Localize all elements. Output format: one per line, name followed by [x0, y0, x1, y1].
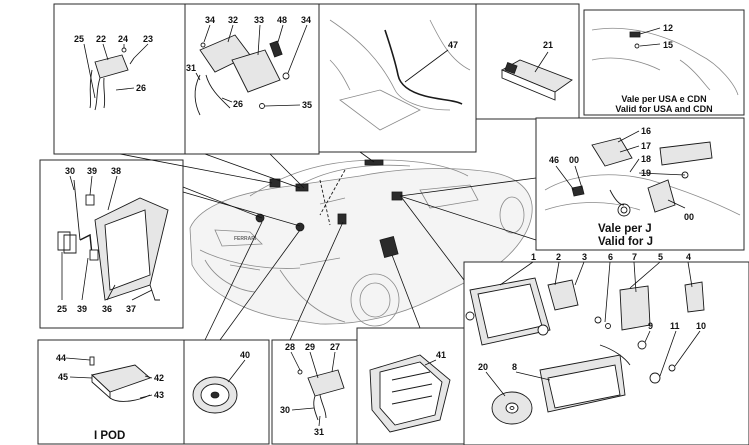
receiver-27-parts — [290, 351, 345, 427]
box-antenna-amplifier — [53, 3, 186, 155]
label-35: 35 — [302, 100, 312, 110]
label-23: 23 — [143, 34, 153, 44]
label-46: 46 — [549, 155, 559, 165]
ipod-parts — [65, 356, 153, 402]
connection-lines — [119, 151, 537, 341]
label-45: 45 — [58, 372, 68, 382]
label-21: 21 — [543, 40, 553, 50]
label-33: 33 — [254, 15, 264, 25]
label-42: 42 — [154, 373, 164, 383]
caption-usa-english: Valid for USA and CDN — [615, 104, 712, 114]
unit-21-parts — [500, 51, 573, 101]
label-10: 10 — [696, 321, 706, 331]
label-39: 39 — [87, 166, 97, 176]
label-31: 31 — [186, 63, 196, 73]
label-2: 2 — [556, 252, 561, 262]
label-38: 38 — [111, 166, 121, 176]
label-44: 44 — [56, 353, 66, 363]
label-15: 15 — [663, 40, 673, 50]
label-34: 34 — [301, 15, 311, 25]
label-20: 20 — [478, 362, 488, 372]
label-40: 40 — [240, 350, 250, 360]
caption-japan-english: Valid for J — [598, 236, 653, 248]
label-30: 30 — [280, 405, 290, 415]
usa-parts — [591, 27, 739, 96]
part-number-labels: 25 22 24 23 26 34 32 33 48 34 31 26 35 4… — [56, 15, 706, 437]
harness-47-parts — [329, 19, 471, 131]
label-24: 24 — [118, 34, 128, 44]
caption-usa-italian: Vale per USA e CDN — [621, 94, 706, 104]
amplifier-41-parts — [369, 354, 451, 433]
label-27: 27 — [330, 342, 340, 352]
label-16: 16 — [641, 126, 651, 136]
control-unit-left-parts — [57, 175, 169, 301]
box-harness-47 — [318, 3, 477, 153]
label-28: 28 — [285, 342, 295, 352]
label-39: 39 — [77, 304, 87, 314]
label-9: 9 — [648, 321, 653, 331]
label-34: 34 — [205, 15, 215, 25]
antenna-amplifier-parts — [83, 43, 149, 111]
label-41: 41 — [436, 350, 446, 360]
label-36: 36 — [102, 304, 112, 314]
speaker-parts — [192, 359, 246, 414]
label-47: 47 — [448, 40, 458, 50]
label-32: 32 — [228, 15, 238, 25]
label-26: 26 — [233, 99, 243, 109]
label-11: 11 — [670, 321, 680, 331]
label-6: 6 — [608, 252, 613, 262]
svg-text:FERRARI: FERRARI — [234, 236, 257, 242]
label-43: 43 — [154, 390, 164, 400]
label-8: 8 — [512, 362, 517, 372]
box-ipod — [37, 339, 185, 445]
label-25: 25 — [57, 304, 67, 314]
caption-ipod: I POD — [94, 430, 125, 442]
label-25: 25 — [74, 34, 84, 44]
label-19: 19 — [641, 168, 651, 178]
caption-japan-italian: Vale per J — [598, 223, 652, 235]
label-00: 00 — [569, 155, 579, 165]
bracket-assembly-parts — [194, 24, 308, 116]
label-1: 1 — [531, 252, 536, 262]
label-31: 31 — [314, 427, 324, 437]
label-30: 30 — [65, 166, 75, 176]
label-3: 3 — [582, 252, 587, 262]
label-37: 37 — [126, 304, 136, 314]
label-48: 48 — [277, 15, 287, 25]
label-12: 12 — [663, 23, 673, 33]
label-17: 17 — [641, 141, 651, 151]
captions: Vale per USA e CDN Valid for USA and CDN… — [94, 94, 713, 442]
label-29: 29 — [305, 342, 315, 352]
label-26: 26 — [136, 83, 146, 93]
label-5: 5 — [658, 252, 663, 262]
box-usa-cdn — [583, 9, 745, 116]
label-4: 4 — [686, 252, 691, 262]
box-unit-21 — [475, 3, 580, 120]
label-18: 18 — [641, 154, 651, 164]
label-22: 22 — [96, 34, 106, 44]
label-00: 00 — [684, 212, 694, 222]
label-7: 7 — [632, 252, 637, 262]
japan-parts — [544, 130, 741, 217]
box-japan — [535, 117, 745, 251]
navigation-display-parts — [465, 261, 705, 425]
